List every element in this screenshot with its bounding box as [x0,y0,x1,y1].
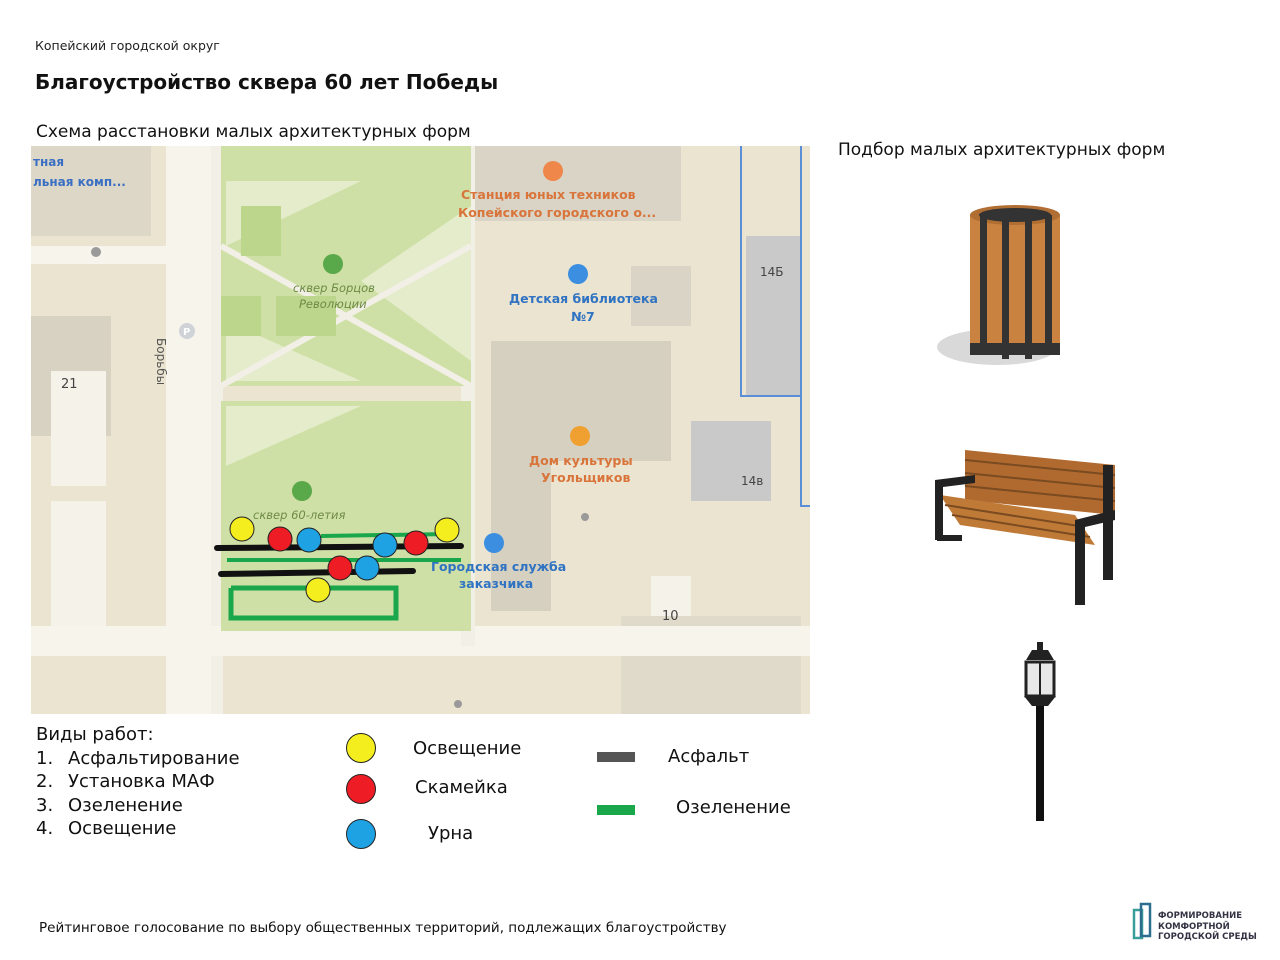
svg-text:14Б: 14Б [760,265,784,279]
svg-text:сквер Борцов: сквер Борцов [293,281,375,295]
list-item: 2.Установка МАФ [36,771,215,792]
svg-text:Городская служба: Городская служба [431,559,566,574]
page-title: Благоустройство сквера 60 лет Победы [35,70,499,94]
svg-text:Копейского городского о...: Копейского городского о... [458,205,656,220]
maf-caption: Подбор малых архитектурных форм [838,140,1166,160]
legend-lighting-icon [346,733,376,763]
svg-text:Дом культуры: Дом культуры [529,453,633,468]
site-map[interactable]: тная льная комп... Станция юных техников… [31,146,810,714]
svg-text:21: 21 [61,377,78,392]
legend-asphalt-swatch [597,752,635,762]
legend-lighting-label: Освещение [413,738,522,759]
svg-text:заказчика: заказчика [459,576,533,591]
trash-bin-image [925,195,1075,375]
logo-icon [1132,902,1154,942]
list-item: 3.Озеленение [36,794,183,816]
legend-bin-label: Урна [428,823,474,844]
legend-greening-label: Озеленение [676,797,791,818]
svg-text:сквер 60-летия: сквер 60-летия [253,508,345,522]
svg-text:Революции: Революции [299,297,367,311]
map-label-station: Станция юных техников [461,187,636,202]
footer-text: Рейтинговое голосование по выбору общест… [39,920,727,936]
svg-text:Угольщиков: Угольщиков [541,470,630,485]
svg-text:Борьбы: Борьбы [154,338,168,385]
works-title: Виды работ: [36,724,154,745]
works-list: Виды работ: 1.Асфальтирование 2.Установк… [36,723,240,841]
svg-text:тная: тная [33,155,64,169]
street-lamp-image [1010,640,1070,825]
svg-text:P: P [183,327,190,338]
legend-bin-icon [346,819,376,849]
svg-text:10: 10 [662,609,679,624]
bench-image [925,445,1125,615]
map-caption: Схема расстановки малых архитектурных фо… [36,122,471,142]
list-item: 1.Асфальтирование [36,747,240,769]
legend-bench-icon [346,774,376,804]
list-item: 4.Освещение [36,818,177,839]
svg-text:№7: №7 [571,309,595,324]
legend-greening-swatch [597,805,635,815]
legend-bench-label: Скамейка [415,777,508,798]
svg-text:Детская библиотека: Детская библиотека [509,291,658,306]
legend-asphalt-label: Асфальт [668,746,750,767]
region-name: Копейский городской округ [35,38,220,53]
svg-text:14в: 14в [741,474,763,488]
svg-text:льная комп...: льная комп... [33,175,126,189]
logo-text: ФОРМИРОВАНИЕ КОМФОРТНОЙ ГОРОДСКОЙ СРЕДЫ [1158,911,1257,942]
